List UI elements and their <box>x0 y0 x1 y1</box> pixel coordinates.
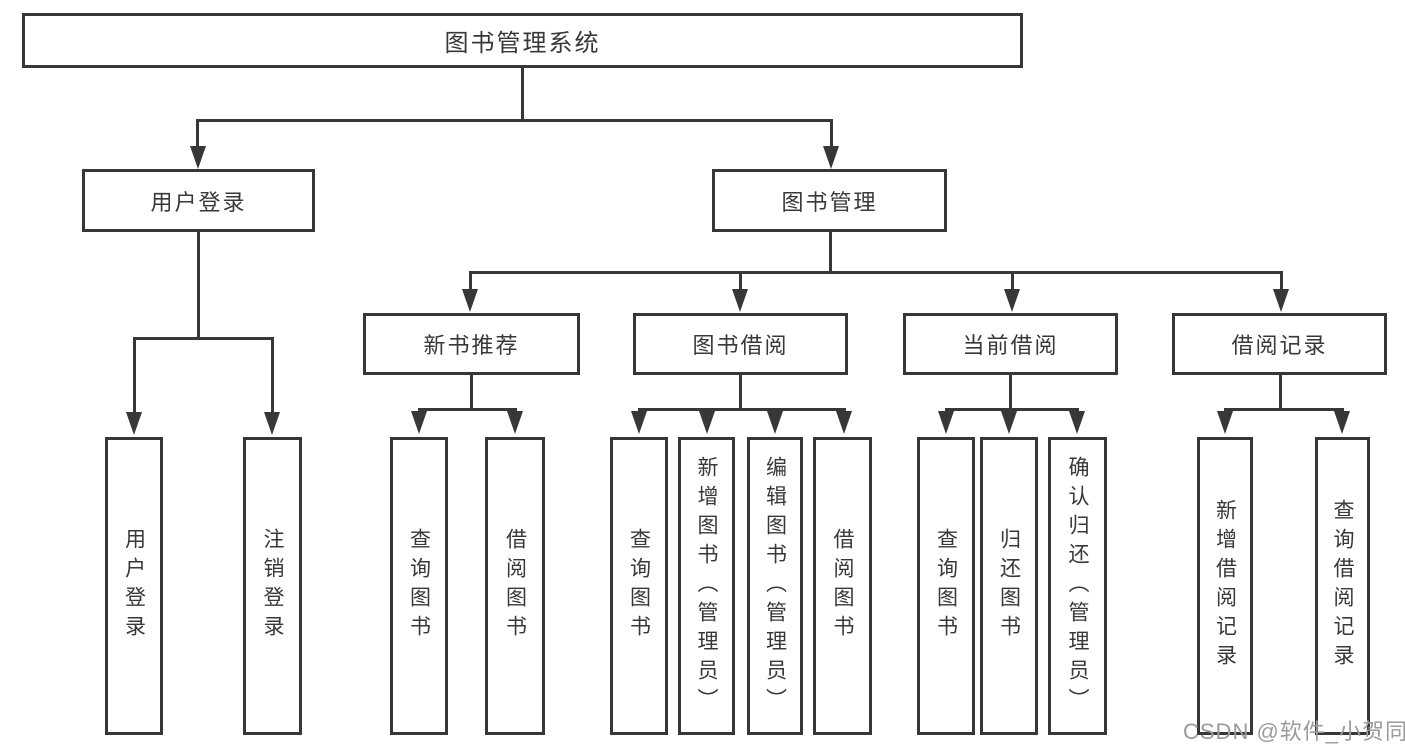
arrow-down-icon <box>507 411 523 434</box>
connector-line <box>133 337 274 340</box>
arrow-down-icon <box>823 146 839 169</box>
connector-line <box>1279 375 1282 411</box>
leaf-label: 借阅图书 <box>831 528 855 644</box>
node-user-login: 用户登录 <box>82 169 315 232</box>
leaf-label: 编辑图书（管理员） <box>763 455 787 717</box>
node-borrow-records: 借阅记录 <box>1172 313 1387 375</box>
node-book-management: 图书管理 <box>712 169 947 232</box>
leaf-add-book-admin: 新增图书（管理员） <box>678 437 735 735</box>
leaf-label: 查询图书 <box>627 528 651 644</box>
leaf-confirm-return-admin: 确认归还（管理员） <box>1048 437 1107 735</box>
leaf-label: 借阅图书 <box>503 528 527 644</box>
connector-line <box>271 337 274 415</box>
node-label: 新书推荐 <box>423 333 520 358</box>
leaf-add-borrow-record: 新增借阅记录 <box>1197 437 1253 735</box>
connector-line <box>197 119 833 122</box>
arrow-down-icon <box>1273 289 1289 312</box>
arrow-down-icon <box>1004 289 1020 312</box>
connector-line <box>196 119 199 148</box>
leaf-edit-book-admin: 编辑图书（管理员） <box>747 437 803 735</box>
connector-line <box>1011 271 1014 291</box>
arrow-down-icon <box>699 411 715 434</box>
node-label: 当前借阅 <box>962 333 1059 358</box>
connector-line <box>945 408 1079 411</box>
connector-line <box>1280 271 1283 291</box>
node-label: 借阅记录 <box>1231 333 1328 358</box>
connector-line <box>133 337 136 415</box>
leaf-label: 用户登录 <box>122 528 146 644</box>
node-current-borrow: 当前借阅 <box>903 313 1118 375</box>
arrow-down-icon <box>411 411 427 434</box>
connector-line <box>469 271 1283 274</box>
arrow-down-icon <box>462 289 478 312</box>
node-new-book-recommend: 新书推荐 <box>363 313 580 375</box>
arrow-down-icon <box>1334 411 1350 434</box>
leaf-query-books-recommend: 查询图书 <box>390 437 448 735</box>
connector-line <box>521 68 524 121</box>
leaf-label: 确认归还（管理员） <box>1066 455 1090 717</box>
connector-line <box>638 408 846 411</box>
leaf-label: 新增借阅记录 <box>1213 499 1237 673</box>
connector-line <box>829 232 832 273</box>
leaf-query-borrow-record: 查询借阅记录 <box>1315 437 1370 735</box>
node-label: 图书管理系统 <box>444 30 601 57</box>
connector-line <box>1224 408 1344 411</box>
leaf-query-books-current: 查询图书 <box>917 437 975 735</box>
connector-line <box>470 375 473 411</box>
leaf-label: 归还图书 <box>997 528 1021 644</box>
connector-line <box>739 271 742 291</box>
node-label: 用户登录 <box>150 189 247 215</box>
arrow-down-icon <box>190 146 206 169</box>
node-label: 图书管理 <box>781 189 878 215</box>
leaf-label: 注销登录 <box>261 528 285 644</box>
arrow-down-icon <box>767 411 783 434</box>
connector-line <box>469 271 472 291</box>
leaf-return-book: 归还图书 <box>980 437 1038 735</box>
arrow-down-icon <box>938 411 954 434</box>
connector-line <box>197 232 200 339</box>
leaf-user-login: 用户登录 <box>105 437 163 735</box>
node-library-management-system: 图书管理系统 <box>22 13 1023 68</box>
csdn-watermark: CSDN @软件_小贺同学 <box>1183 719 1405 744</box>
connector-line <box>418 408 517 411</box>
arrow-down-icon <box>126 412 142 435</box>
connector-line <box>1009 375 1012 411</box>
leaf-label: 新增图书（管理员） <box>695 455 719 717</box>
arrow-down-icon <box>1069 411 1085 434</box>
arrow-down-icon <box>836 411 852 434</box>
arrow-down-icon <box>1001 411 1017 434</box>
leaf-label: 查询图书 <box>934 528 958 644</box>
leaf-label: 查询借阅记录 <box>1331 499 1355 673</box>
leaf-borrow-books: 借阅图书 <box>813 437 872 735</box>
connector-line <box>739 375 742 411</box>
arrow-down-icon <box>631 411 647 434</box>
connector-line <box>830 119 833 148</box>
leaf-borrow-books-recommend: 借阅图书 <box>485 437 545 735</box>
arrow-down-icon <box>264 412 280 435</box>
arrow-down-icon <box>1217 411 1233 434</box>
leaf-label: 查询图书 <box>407 528 431 644</box>
leaf-query-books-borrow: 查询图书 <box>610 437 668 735</box>
leaf-logout: 注销登录 <box>243 437 302 735</box>
node-label: 图书借阅 <box>692 333 789 358</box>
node-book-borrow: 图书借阅 <box>633 313 848 375</box>
arrow-down-icon <box>732 289 748 312</box>
